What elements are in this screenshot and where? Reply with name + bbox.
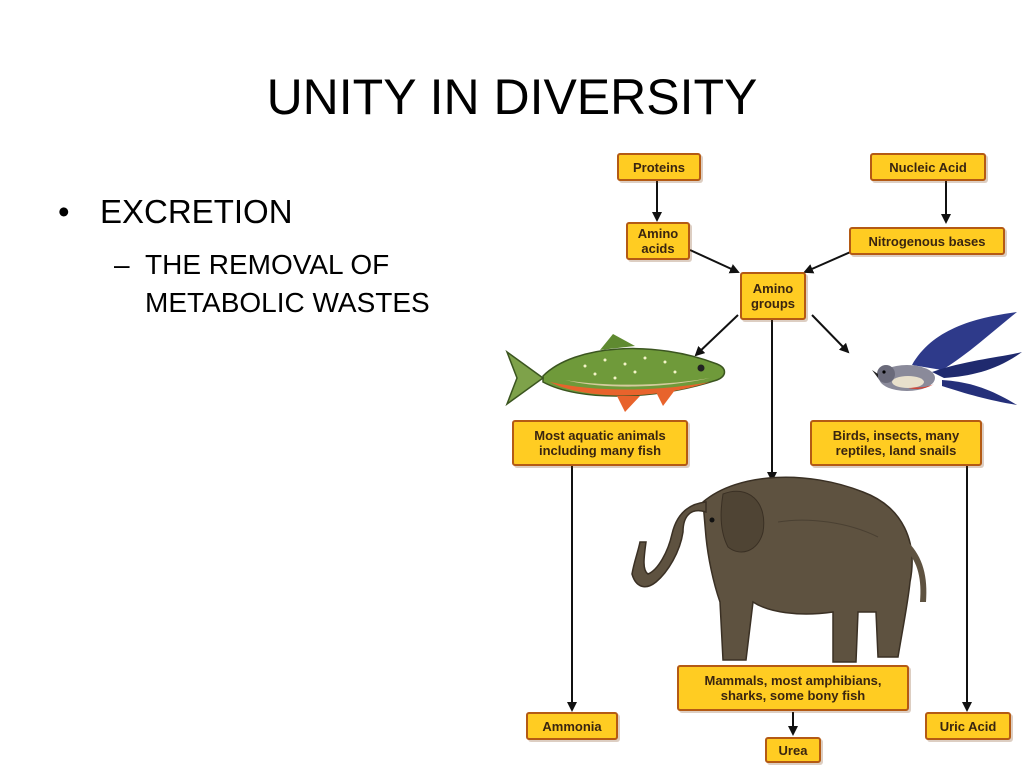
arrow-amino-acids-groups (689, 249, 740, 274)
bullet-text: EXCRETION (100, 193, 293, 230)
aquatic-animals-node: Most aquatic animals including many fish (512, 420, 688, 466)
arrow-groups-birds (811, 314, 850, 354)
sub-bullet-text: THE REMOVAL OF METABOLIC WASTES (145, 249, 430, 318)
sub-bullet-marker: – (114, 249, 130, 280)
mammals-node: Mammals, most amphibians, sharks, some b… (677, 665, 909, 711)
bullet-item: • EXCRETION (58, 190, 498, 234)
arrow-nitrogenous-groups (803, 249, 856, 274)
elephant-image (631, 476, 927, 663)
sub-bullet-item: – THE REMOVAL OF METABOLIC WASTES (114, 246, 498, 322)
ammonia-node: Ammonia (526, 712, 618, 740)
birds-insects-node: Birds, insects, many reptiles, land snai… (810, 420, 982, 466)
nucleic-acid-node: Nucleic Acid (870, 153, 986, 181)
excretion-diagram: Proteins Nucleic Acid Amino acids Nitrog… (500, 140, 1024, 768)
nitrogenous-bases-node: Nitrogenous bases (849, 227, 1005, 255)
amino-groups-node: Amino groups (740, 272, 806, 320)
bullet-marker: • (58, 193, 70, 230)
uric-acid-node: Uric Acid (925, 712, 1011, 740)
proteins-node: Proteins (617, 153, 701, 181)
bullet-list: • EXCRETION – THE REMOVAL OF METABOLIC W… (58, 190, 498, 322)
urea-node: Urea (765, 737, 821, 763)
amino-acids-node: Amino acids (626, 222, 690, 260)
diagram-arrows (567, 180, 972, 736)
arrow-groups-aquatic (694, 314, 739, 357)
slide-title: UNITY IN DIVERSITY (266, 69, 758, 125)
bird-image (872, 312, 1022, 405)
fish-image (505, 334, 726, 412)
